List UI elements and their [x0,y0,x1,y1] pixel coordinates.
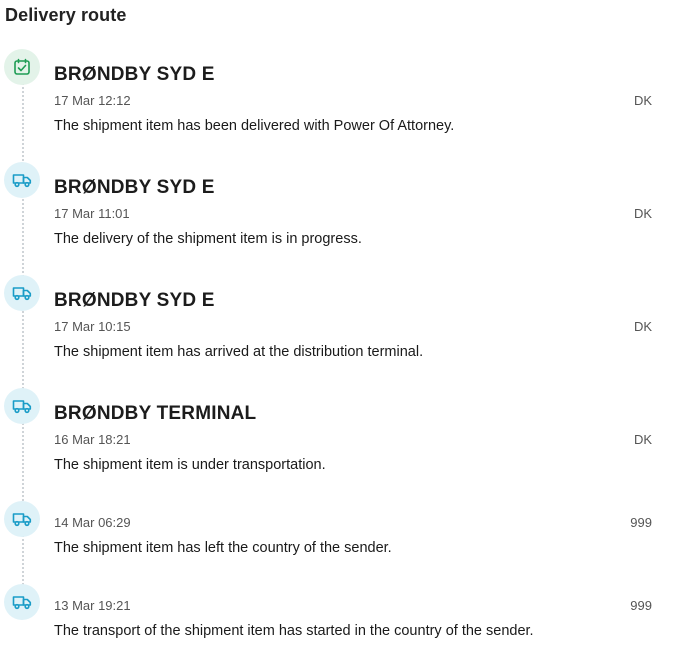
event-time: 13 Mar 19:21 [54,598,131,613]
event-country: 999 [630,515,652,530]
event-description: The shipment item has been delivered wit… [54,118,455,134]
event-description: The transport of the shipment item has s… [54,623,534,639]
event-location: BRØNDBY SYD E [54,177,215,198]
transit-status-icon [4,501,40,537]
transit-status-icon [4,162,40,198]
page-title: Delivery route [5,5,127,25]
event-time: 16 Mar 18:21 [54,432,131,447]
event-country: DK [633,206,652,221]
event-location: BRØNDBY SYD E [54,64,215,85]
event-country: DK [633,319,652,334]
checklist-icon [14,58,30,75]
event-description: The shipment item is under transportatio… [54,457,326,473]
transit-status-icon [4,275,40,311]
event-country: 999 [630,598,652,613]
event-description: The delivery of the shipment item is in … [54,231,362,247]
event-time: 17 Mar 10:15 [54,319,131,334]
truck-icon [12,174,32,188]
event-location: BRØNDBY SYD E [54,290,215,311]
event-time: 14 Mar 06:29 [54,515,131,530]
event-location: BRØNDBY TERMINAL [54,403,257,424]
event-description: The shipment item has left the country o… [54,540,392,556]
event-country: DK [633,432,652,447]
transit-status-icon [4,388,40,424]
event-description: The shipment item has arrived at the dis… [54,344,424,360]
truck-icon [12,287,32,301]
truck-icon [12,400,32,414]
event-time: 17 Mar 12:12 [54,93,131,108]
truck-icon [12,513,32,527]
delivered-status-icon [4,49,40,85]
truck-icon [12,596,32,610]
transit-status-icon [4,584,40,620]
timeline-line [22,80,24,600]
event-country: DK [633,93,652,108]
event-time: 17 Mar 11:01 [54,206,130,221]
